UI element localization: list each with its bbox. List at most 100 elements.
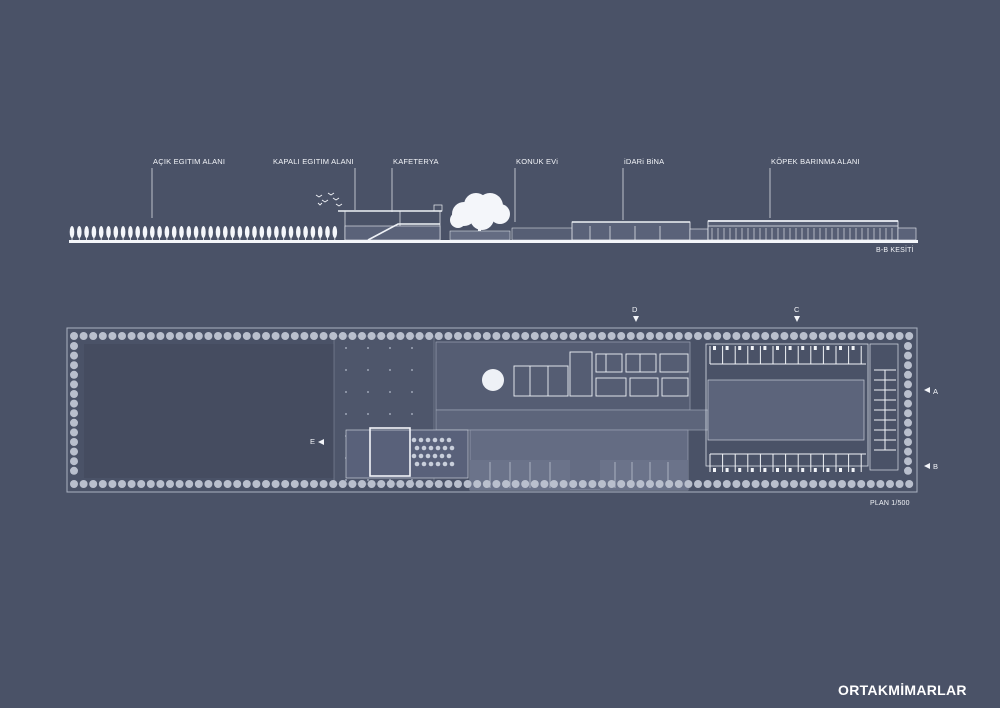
perimeter-tree (108, 332, 117, 340)
perimeter-tree (540, 332, 549, 340)
perimeter-tree (665, 332, 674, 340)
cafeteria-table (439, 453, 445, 459)
kennel-door (763, 468, 767, 472)
perimeter-tree (463, 480, 472, 488)
grid-column (411, 391, 413, 393)
perimeter-tree (386, 480, 395, 488)
perimeter-tree (559, 332, 568, 340)
section-tree (98, 226, 104, 238)
kennel-door (776, 346, 779, 350)
marker-a: A (933, 387, 939, 396)
perimeter-tree (598, 480, 606, 488)
section-title: B-B KESİTİ (876, 247, 914, 254)
perimeter-tree (904, 457, 912, 466)
perimeter-tree (214, 480, 222, 488)
grid-column (367, 413, 369, 415)
section-tree (332, 226, 338, 238)
cafeteria-block (345, 429, 469, 479)
grid-column (345, 369, 347, 371)
cafeteria-hall (369, 427, 411, 477)
kennel-door (750, 468, 754, 472)
marker-c: C (794, 305, 800, 314)
section-tree (106, 226, 111, 238)
cafeteria-table (449, 445, 455, 451)
perimeter-tree (607, 332, 616, 340)
perimeter-tree (290, 480, 299, 488)
perimeter-tree (79, 332, 88, 340)
perimeter-tree (233, 332, 242, 340)
section-tree-trunk (268, 236, 270, 240)
kennel-door (788, 468, 792, 472)
perimeter-tree (799, 480, 808, 488)
section-tree-trunk (100, 236, 102, 240)
section-tree-trunk (290, 236, 292, 240)
perimeter-tree (578, 332, 587, 340)
perimeter-tree (684, 332, 693, 340)
perimeter-tree (904, 361, 912, 370)
perimeter-tree (742, 480, 750, 488)
cafeteria-table (411, 453, 417, 459)
section-tree (230, 226, 235, 238)
perimeter-tree (713, 332, 722, 340)
perimeter-tree (828, 332, 837, 340)
label-kapali-egitim-alani: KAPALI EGITIM ALANI (273, 157, 354, 166)
perimeter-tree (89, 480, 98, 488)
kennel-door (738, 468, 742, 472)
perimeter-tree (655, 480, 664, 488)
perimeter-tree (646, 332, 654, 340)
kennel-door (738, 346, 742, 350)
label-idari-bina: iDARi BiNA (624, 157, 665, 166)
open-training-field (84, 344, 334, 478)
marker-b: B (933, 462, 939, 471)
perimeter-tree (377, 332, 386, 340)
perimeter-tree (70, 428, 78, 437)
perimeter-tree (319, 332, 328, 340)
section-tree (201, 226, 206, 238)
perimeter-tree (166, 480, 174, 488)
cafeteria-table (442, 445, 448, 451)
kennel-east-wing (869, 343, 899, 471)
section-tree (120, 226, 126, 238)
perimeter-tree (847, 480, 856, 488)
cafeteria-table (421, 445, 427, 451)
perimeter-tree (482, 332, 491, 340)
grid-column (389, 413, 391, 415)
perimeter-tree (886, 332, 894, 340)
perimeter-tree (329, 480, 338, 488)
section-tree-row (69, 226, 338, 240)
perimeter-tree (818, 480, 827, 488)
perimeter-tree (425, 480, 434, 488)
perimeter-tree (569, 480, 578, 488)
perimeter-tree (98, 480, 107, 488)
perimeter-tree (98, 332, 107, 340)
perimeter-tree (281, 480, 290, 488)
section-tree-trunk (246, 236, 248, 240)
perimeter-tree (223, 332, 232, 340)
perimeter-tree (70, 438, 78, 446)
perimeter-tree (617, 332, 626, 340)
section-tree (128, 226, 133, 238)
perimeter-tree (70, 370, 78, 379)
section-tree-trunk (319, 236, 321, 240)
section-tree-trunk (312, 236, 314, 240)
cafeteria-table (428, 445, 434, 451)
perimeter-tree (156, 480, 165, 488)
perimeter-tree (655, 332, 664, 340)
section-tree (77, 226, 82, 238)
perimeter-tree (127, 332, 136, 340)
perimeter-tree (904, 409, 912, 418)
section-tree-trunk (122, 236, 124, 240)
perimeter-tree (904, 351, 912, 360)
perimeter-tree (425, 332, 434, 340)
perimeter-tree (262, 332, 270, 340)
label-kafeterya: KAFETERYA (393, 157, 439, 166)
perimeter-tree (492, 480, 501, 488)
perimeter-tree (367, 332, 376, 340)
perimeter-tree (847, 332, 856, 340)
cafeteria-table (439, 437, 445, 443)
section-tree-trunk (305, 236, 306, 240)
section-admin (571, 221, 691, 241)
grid-column (345, 391, 347, 393)
section-tree-trunk (144, 236, 146, 240)
